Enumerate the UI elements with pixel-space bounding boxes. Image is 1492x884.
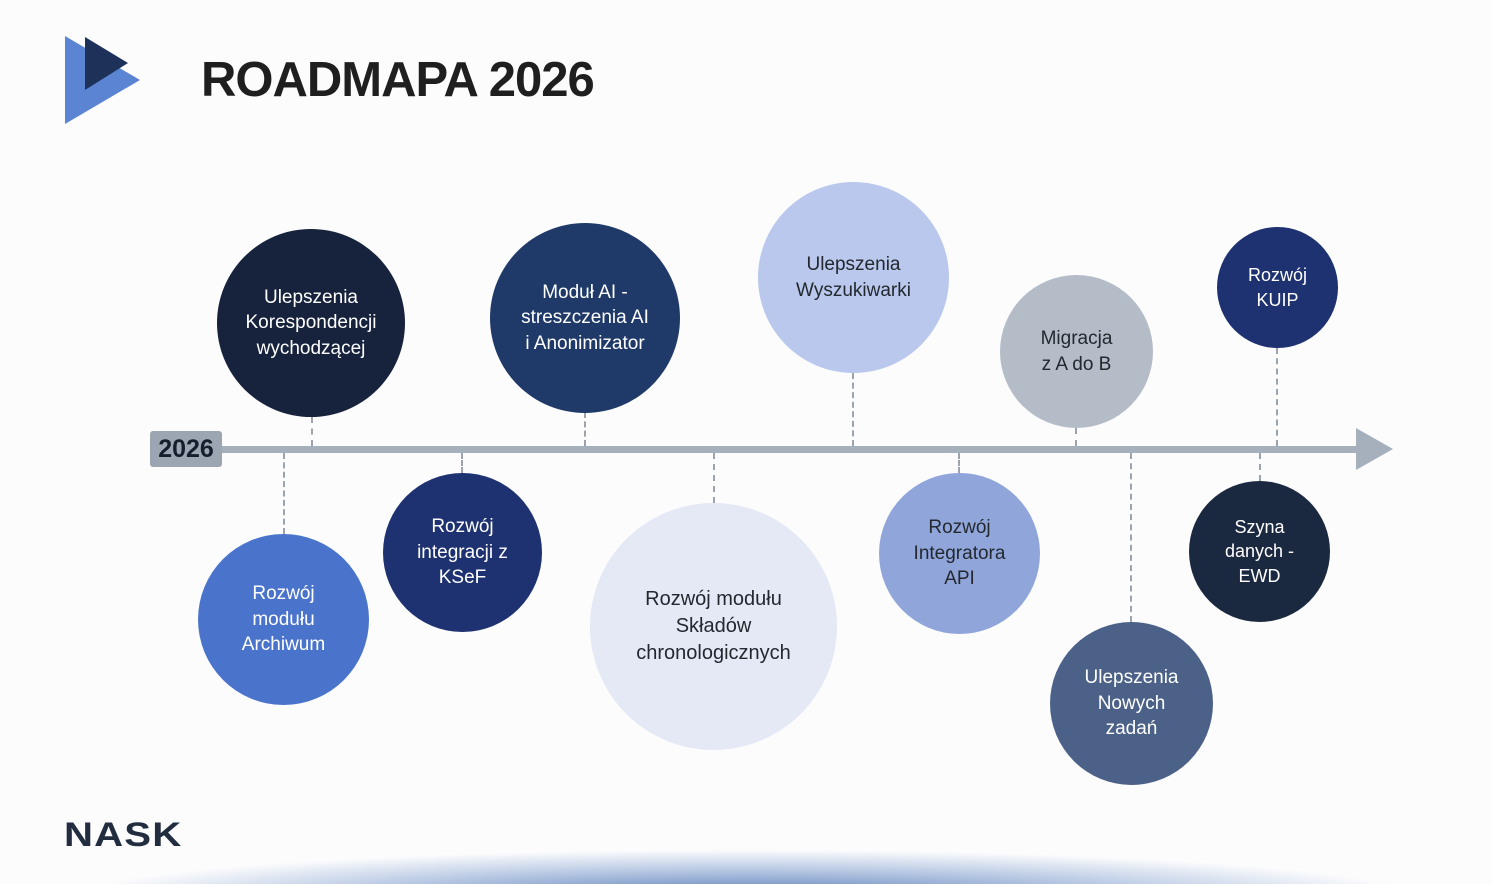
connector-line — [461, 453, 463, 473]
connector-line — [1276, 348, 1278, 446]
connector-line — [713, 453, 715, 503]
milestone-migracja-a-do-b: Migracja z A do B — [1000, 275, 1153, 428]
connector-line — [1130, 453, 1132, 622]
milestone-szyna-danych-ewd: Szyna danych - EWD — [1189, 481, 1330, 622]
milestone-nowe-zadania: Ulepszenia Nowych zadań — [1050, 622, 1213, 785]
milestone-integracja-ksef: Rozwój integracji z KSeF — [383, 473, 542, 632]
connector-line — [852, 373, 854, 446]
bottom-gradient-decoration — [0, 842, 1492, 884]
timeline-bar — [165, 446, 1358, 453]
timeline-arrowhead-icon — [1356, 428, 1393, 470]
milestone-integrator-api: Rozwój Integratora API — [879, 473, 1040, 634]
milestone-rozwoj-archiwum: Rozwój modułu Archiwum — [198, 534, 369, 705]
connector-line — [1259, 453, 1261, 481]
milestone-rozwoj-kuip: Rozwój KUIP — [1217, 227, 1338, 348]
connector-line — [958, 453, 960, 473]
milestone-korespondencja-wychodzaca: Ulepszenia Korespondencji wychodzącej — [217, 229, 405, 417]
play-triangles-logo-icon — [65, 36, 140, 124]
connector-line — [311, 417, 313, 446]
milestone-ulepszenia-wyszukiwarki: Ulepszenia Wyszukiwarki — [758, 182, 949, 373]
connector-line — [283, 453, 285, 534]
milestone-sklady-chronologiczne: Rozwój modułu Składów chronologicznych — [590, 503, 837, 750]
timeline-year-label: 2026 — [150, 431, 222, 467]
connector-line — [584, 412, 586, 446]
page-title: ROADMAPA 2026 — [201, 53, 595, 107]
connector-line — [1075, 428, 1077, 446]
milestone-modul-ai-anonimizator: Moduł AI - streszczenia AI i Anonimizato… — [490, 223, 680, 413]
